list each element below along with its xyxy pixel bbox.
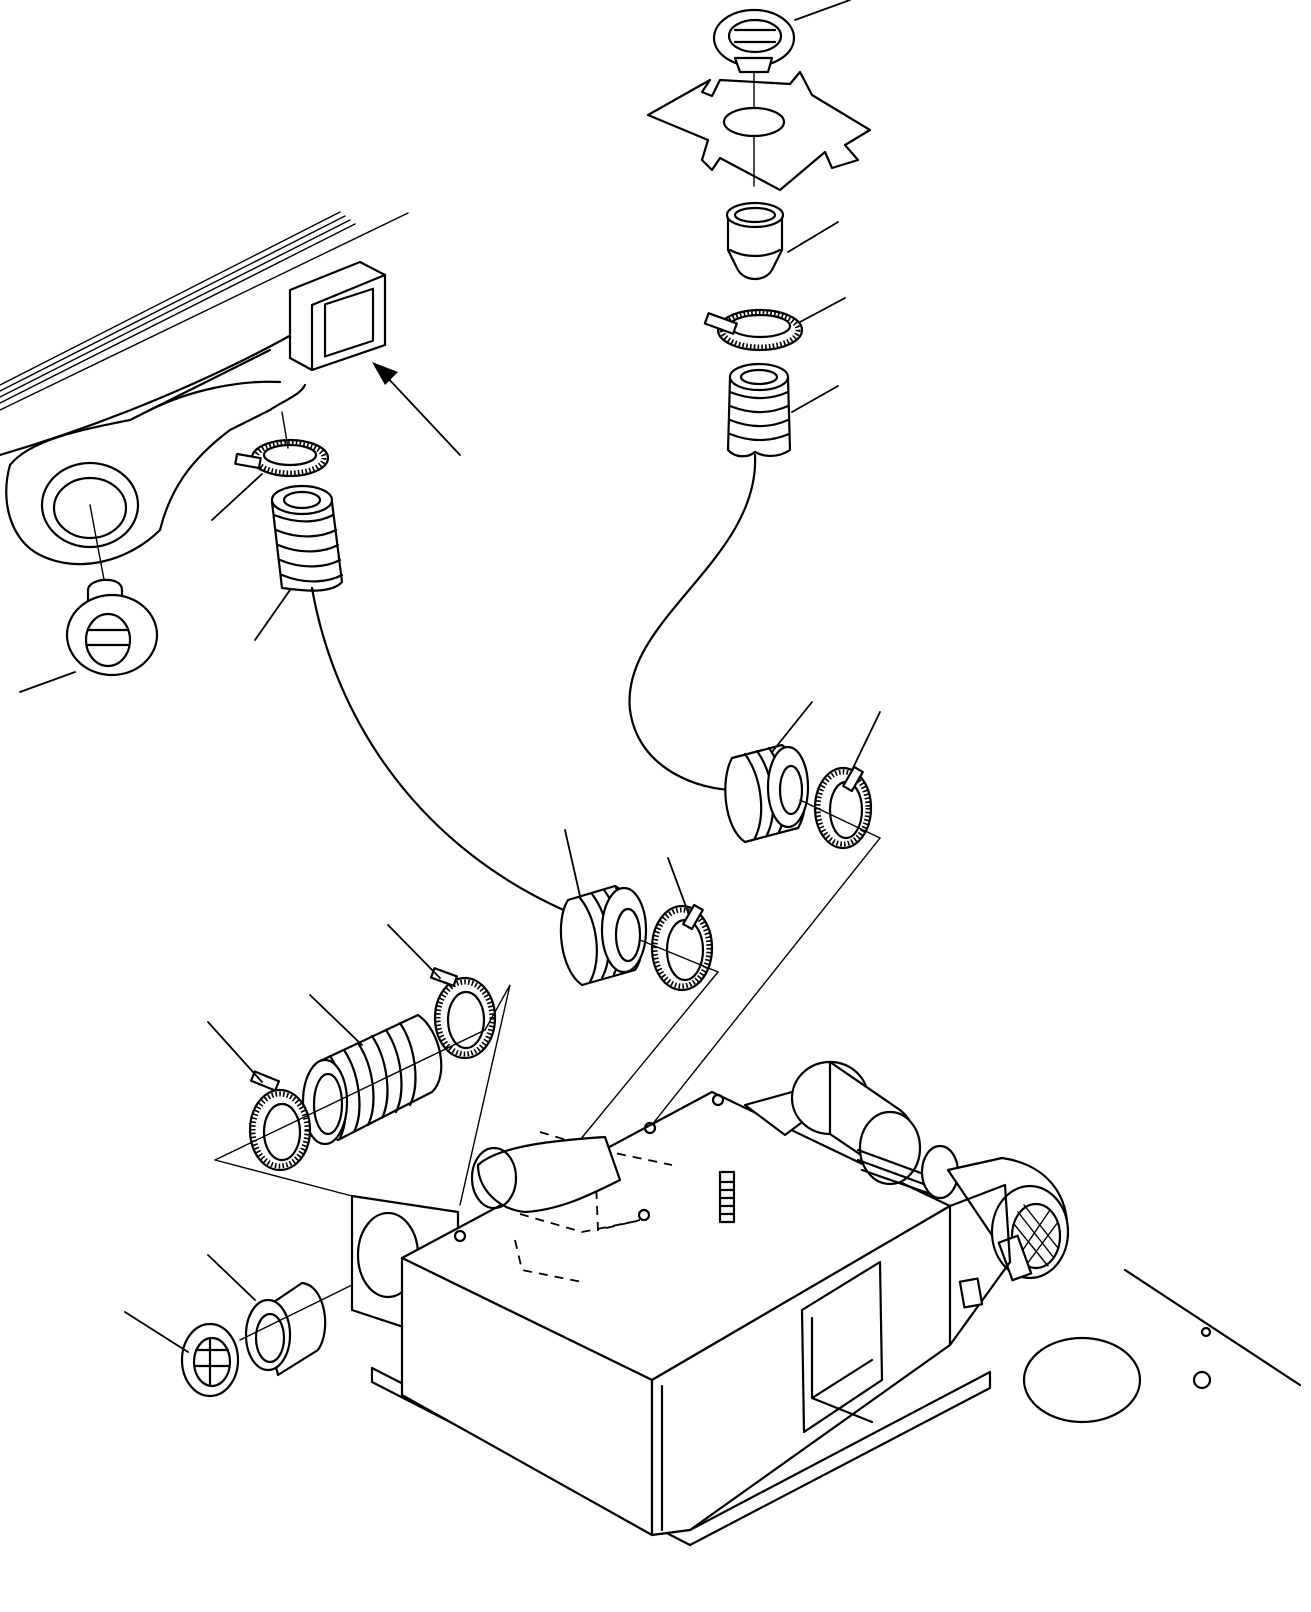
leader-line	[564, 829, 581, 897]
vent-adapter-lower	[244, 1281, 327, 1377]
leader-line	[19, 671, 76, 693]
leader-line	[207, 1021, 263, 1083]
leader-line	[771, 701, 813, 753]
air-duct-right	[628, 453, 757, 792]
vent-adapter	[725, 201, 785, 281]
leader-line	[124, 1311, 189, 1353]
vent-nozzle-top	[712, 8, 796, 74]
blower-assembly	[743, 1060, 1070, 1347]
leader-line	[791, 385, 839, 413]
air-duct-left	[310, 586, 577, 917]
ceiling-gasket	[646, 70, 872, 192]
leader-line	[254, 589, 291, 641]
leader-line	[851, 711, 881, 771]
flex-hose-upper-right	[726, 362, 792, 458]
flex-hose-lower-left	[559, 884, 648, 987]
hose-clamp-middle-upper	[429, 967, 497, 1060]
assembly-line	[214, 984, 511, 1206]
heater-unit	[350, 1060, 1070, 1547]
ceiling-vent	[288, 260, 387, 372]
hose-clamp-lower-right	[813, 765, 873, 850]
flex-hose-lower-right	[724, 743, 810, 844]
view-arrow-head	[372, 362, 398, 385]
vent-nozzle-left-upper	[65, 504, 159, 677]
leader-line	[787, 221, 839, 253]
switch	[958, 1277, 984, 1309]
ceiling-duct-panel	[0, 211, 409, 566]
hose-clamp-upper-right	[703, 308, 804, 352]
leader-line	[667, 857, 689, 913]
hose-clamp-lower-left	[650, 903, 714, 992]
flex-hose-upper-left	[270, 484, 344, 592]
assembly-line	[239, 1284, 353, 1341]
leader-line	[794, 0, 851, 21]
leader-line	[211, 473, 263, 521]
hose-clamp-upper-left	[234, 438, 330, 478]
view-arrow	[384, 374, 461, 456]
leader-line	[309, 994, 363, 1046]
assembly-line	[579, 939, 720, 1141]
leader-line	[387, 924, 441, 979]
assembly-line	[619, 799, 882, 1166]
leader-line	[207, 1254, 256, 1301]
flex-hose-middle	[301, 1013, 443, 1146]
floor-plate	[1022, 1268, 1302, 1424]
leader-line	[799, 297, 846, 323]
hose-clamp-middle-lower	[248, 1070, 312, 1172]
vent-nozzle-lower	[180, 1322, 240, 1398]
